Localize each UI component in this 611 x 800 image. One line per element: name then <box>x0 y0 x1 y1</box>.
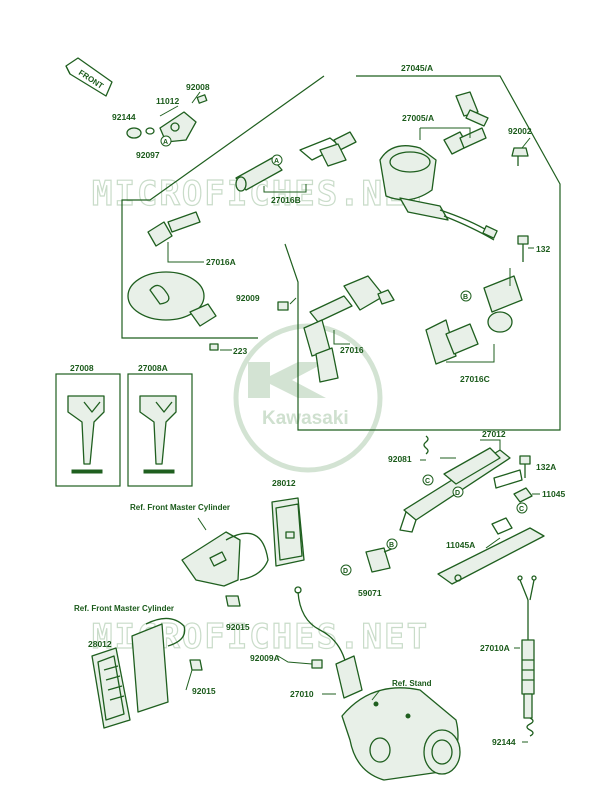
callout-a1-text: A <box>163 139 168 146</box>
label-27010: 27010 <box>290 689 314 699</box>
label-27008: 27008 <box>70 363 94 373</box>
spring-92144 <box>526 717 534 737</box>
label-11045: 11045 <box>542 489 565 499</box>
label-92015-upper: 92015 <box>226 622 250 632</box>
label-11045a: 11045A <box>446 540 475 550</box>
key-card-27008a <box>127 373 193 487</box>
callout-c1-text: C <box>425 478 430 485</box>
callout-circle-a2 <box>271 154 283 166</box>
label-27045a: 27045/A <box>401 63 433 73</box>
bracket-27012: C D <box>399 439 523 533</box>
lock-cap-group: A <box>126 91 208 147</box>
lock-cylinder-27016b: A <box>235 131 357 193</box>
label-27010a: 27010A <box>480 643 510 653</box>
callout-circle-c1 <box>422 474 434 486</box>
callout-circle-b1 <box>460 290 472 302</box>
callout-b2-text: B <box>389 542 394 549</box>
label-59071: 59071 <box>358 588 382 598</box>
callout-circle-b2 <box>386 538 398 550</box>
label-ref-front-master-2: Ref. Front Master Cylinder <box>74 604 174 613</box>
label-27016a: 27016A <box>206 257 236 267</box>
seat-lock-27016 <box>303 275 395 383</box>
label-28012-upper: 28012 <box>272 478 296 488</box>
helmet-lock-27016c: B <box>425 268 523 365</box>
stop-switch-27010 <box>294 586 363 699</box>
label-132: 132 <box>536 244 550 254</box>
callout-circle-c2 <box>516 502 528 514</box>
label-27005a: 27005/A <box>402 113 434 123</box>
label-11012: 11012 <box>156 96 179 106</box>
callout-circle-d2 <box>340 564 352 576</box>
part-labels: 27045/A 92008 11012 92144 92097 27005/A … <box>70 63 565 747</box>
clip-11045 <box>513 487 540 503</box>
label-28012-lower: 28012 <box>88 639 112 649</box>
watermark-logo-k <box>248 362 326 398</box>
bolt-132 <box>517 235 534 262</box>
assembly-frame-right <box>284 75 561 431</box>
label-223: 223 <box>233 346 247 356</box>
stand-bracket <box>341 687 461 781</box>
screw-223 <box>209 343 232 351</box>
reflector-assembly-lower <box>91 617 203 729</box>
reflector-assembly-upper <box>181 497 305 607</box>
fuel-cap-27016a <box>127 211 217 327</box>
label-ref-front-master-1: Ref. Front Master Cylinder <box>130 503 230 512</box>
callout-d1-text: D <box>455 490 460 497</box>
screw-92008 <box>196 94 208 104</box>
callout-b1-text: B <box>463 294 468 301</box>
label-92009: 92009 <box>236 293 260 303</box>
switch-59071: B D <box>340 538 398 576</box>
label-92097: 92097 <box>136 150 160 160</box>
assembly-frame-left <box>121 75 325 339</box>
watermark-logo-text: Kawasaki <box>262 408 349 429</box>
label-92144a: 92144 <box>112 112 136 122</box>
screw-92009 <box>277 297 297 311</box>
spring-92081 <box>420 435 429 461</box>
spring-92144a <box>126 127 142 139</box>
label-92009a: 92009A <box>250 653 280 663</box>
watermark: MICROFICHES.NET MICROFICHES.NET Kawasaki <box>91 173 427 657</box>
label-27012: 27012 <box>482 429 506 439</box>
label-132a: 132A <box>536 462 556 472</box>
key-card-27008 <box>55 373 121 487</box>
callout-d2-text: D <box>343 568 348 575</box>
callout-c2-text: C <box>519 506 524 513</box>
front-arrow-icon: FRONT <box>65 57 113 97</box>
bolt-132a <box>519 455 531 478</box>
screw-92002 <box>511 137 531 166</box>
label-ref-stand: Ref. Stand <box>392 679 432 688</box>
label-92008: 92008 <box>186 82 210 92</box>
label-leaders <box>185 457 528 743</box>
label-27008a: 27008A <box>138 363 168 373</box>
label-92144: 92144 <box>492 737 516 747</box>
label-92081: 92081 <box>388 454 412 464</box>
plate-11045a: C <box>437 502 545 585</box>
label-27016: 27016 <box>340 345 364 355</box>
label-92015-lower: 92015 <box>192 686 216 696</box>
callout-circle-a1 <box>160 135 172 147</box>
callout-circle-d1 <box>452 486 464 498</box>
label-27016b: 27016B <box>271 195 301 205</box>
label-27016c: 27016C <box>460 374 490 384</box>
stop-switch-27010a <box>517 575 537 719</box>
callout-a2-text: A <box>274 158 279 165</box>
ignition-switch-27005a <box>379 91 498 241</box>
label-92002: 92002 <box>508 126 532 136</box>
